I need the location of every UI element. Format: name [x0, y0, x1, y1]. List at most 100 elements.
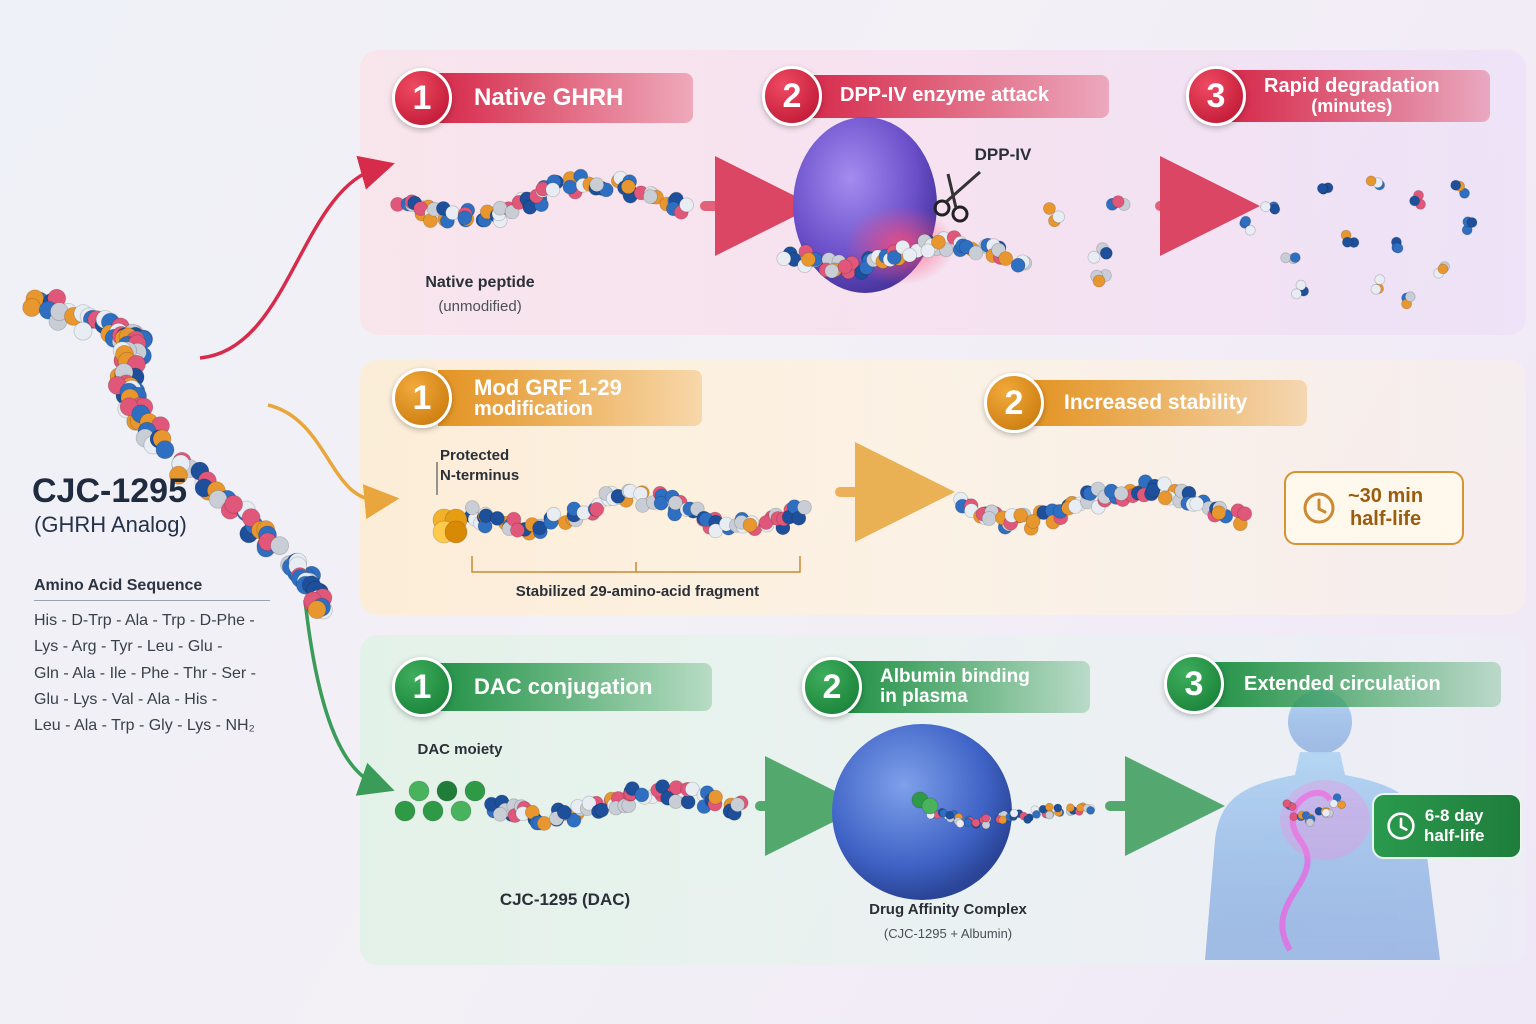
dac-moiety-atom [436, 780, 458, 802]
native-peptide-sublabel: (unmodified) [438, 298, 522, 315]
atom-bead [679, 197, 694, 213]
half-life-badge-30min: ~30 min half-life [1284, 471, 1464, 545]
step-increased-stability: 2 Increased stability [984, 373, 1308, 433]
step-number: 1 [392, 68, 452, 128]
atom-bead [998, 815, 1008, 825]
atom-bead [955, 819, 965, 828]
half-life-value: ~30 min [1348, 485, 1424, 507]
atom-bead [1157, 490, 1173, 506]
atom-bead [634, 787, 650, 803]
compound-title: CJC-1295 [32, 472, 187, 510]
step-number: 2 [802, 657, 862, 717]
atom-bead [824, 263, 840, 279]
atom-bead [742, 517, 758, 533]
arrow-to-native [199, 155, 395, 360]
dac-moiety-atom [422, 800, 444, 822]
atom-bead [1280, 252, 1292, 264]
atom-bead [73, 321, 93, 341]
half-life-caption: half-life [1424, 826, 1485, 845]
sequence-line: Leu - Ala - Trp - Gly - Lys - NH₂ [34, 717, 255, 734]
atom-bead [1240, 215, 1252, 227]
atom-bead [886, 250, 902, 265]
atom-bead [1459, 187, 1470, 199]
atom-bead [1269, 203, 1281, 215]
atom-bead [1404, 291, 1416, 303]
scissors-icon [933, 170, 981, 223]
cjc-dac-label: CJC-1295 (DAC) [499, 890, 631, 909]
atom-bead [1145, 482, 1161, 498]
atom-bead [464, 500, 480, 516]
atom-bead [1237, 506, 1253, 522]
atom-bead [1370, 283, 1382, 295]
step-label: Increased stability [1030, 379, 1308, 427]
atom-bead [589, 501, 605, 517]
atom-bead [1282, 799, 1292, 808]
arrow-to-dac [303, 599, 395, 796]
atom-bead [1342, 236, 1353, 248]
atom-bead [1013, 508, 1029, 523]
dac-moiety-label: DAC moiety [417, 741, 503, 758]
atom-bead [801, 252, 816, 267]
atom-bead [1113, 486, 1129, 502]
peptide-molecules [22, 168, 1478, 831]
atom-bead [1260, 201, 1271, 213]
atom-bead [1087, 250, 1101, 264]
half-life-caption: half-life [1349, 508, 1422, 530]
sequence-divider [34, 600, 270, 601]
atom-bead [1086, 806, 1095, 815]
atom-bead [708, 523, 723, 539]
step-number: 3 [1164, 654, 1224, 714]
terminus-label: N-terminus [440, 467, 520, 484]
dpp-iv-label: DPP-IV [974, 145, 1032, 164]
step-label: Mod GRF 1-29 [474, 374, 622, 400]
sequence-line: Lys - Arg - Tyr - Leu - Glu - [34, 638, 223, 655]
clock-icon [1303, 492, 1335, 524]
atom-bead [1092, 274, 1106, 288]
atom-bead [971, 818, 981, 828]
atom-bead [510, 522, 525, 538]
atom-bead [1337, 800, 1346, 810]
dac-moiety-atom [450, 800, 472, 822]
atom-bead [998, 251, 1014, 267]
sequence-line: Gln - Ala - Ile - Phe - Thr - Ser - [34, 665, 256, 682]
atom-bead [22, 298, 42, 317]
atom-bead [620, 179, 636, 195]
fragment-label: Stabilized 29-amino-acid fragment [515, 583, 760, 600]
atom-bead [708, 789, 723, 805]
step-label: Extended circulation [1210, 661, 1501, 707]
clock-icon [1387, 812, 1415, 840]
atom-bead [589, 177, 605, 193]
atom-bead [1437, 263, 1449, 275]
atom-bead [581, 795, 597, 811]
atom-bead [307, 600, 327, 619]
step-number: 1 [392, 368, 452, 428]
atom-bead [981, 813, 991, 823]
dac-moiety-atom [921, 797, 939, 815]
step-extended-circulation: 3 Extended circulation [1164, 654, 1501, 714]
atom-bead [1156, 476, 1172, 492]
atom-bead [1291, 288, 1302, 300]
atom-bead [546, 506, 562, 522]
atom-bead [155, 440, 175, 460]
atom-bead [1305, 818, 1315, 827]
atom-bead [1009, 808, 1019, 818]
atom-bead [594, 802, 610, 818]
atom-bead [556, 804, 572, 820]
half-life-value: 6-8 day [1424, 806, 1484, 826]
atom-bead [963, 818, 973, 827]
atom-bead [643, 189, 658, 205]
atom-bead [931, 234, 946, 250]
atom-bead [1032, 810, 1041, 819]
step-label: Rapid degradation [1264, 75, 1440, 98]
step-albumin-binding: 2 Albumin binding in plasma [802, 657, 1090, 717]
sequence-line: Glu - Lys - Val - Ala - His - [34, 691, 218, 708]
atom-bead [1392, 242, 1404, 254]
atom-bead [1244, 224, 1256, 236]
atom-bead [1066, 803, 1075, 813]
step-dpp-iv-attack: 2 DPP-IV enzyme attack [762, 66, 1109, 126]
fragment-bracket [471, 556, 801, 573]
step-number: 3 [1186, 66, 1246, 126]
atom-bead [668, 495, 683, 511]
terminus-label: Protected [440, 447, 510, 464]
